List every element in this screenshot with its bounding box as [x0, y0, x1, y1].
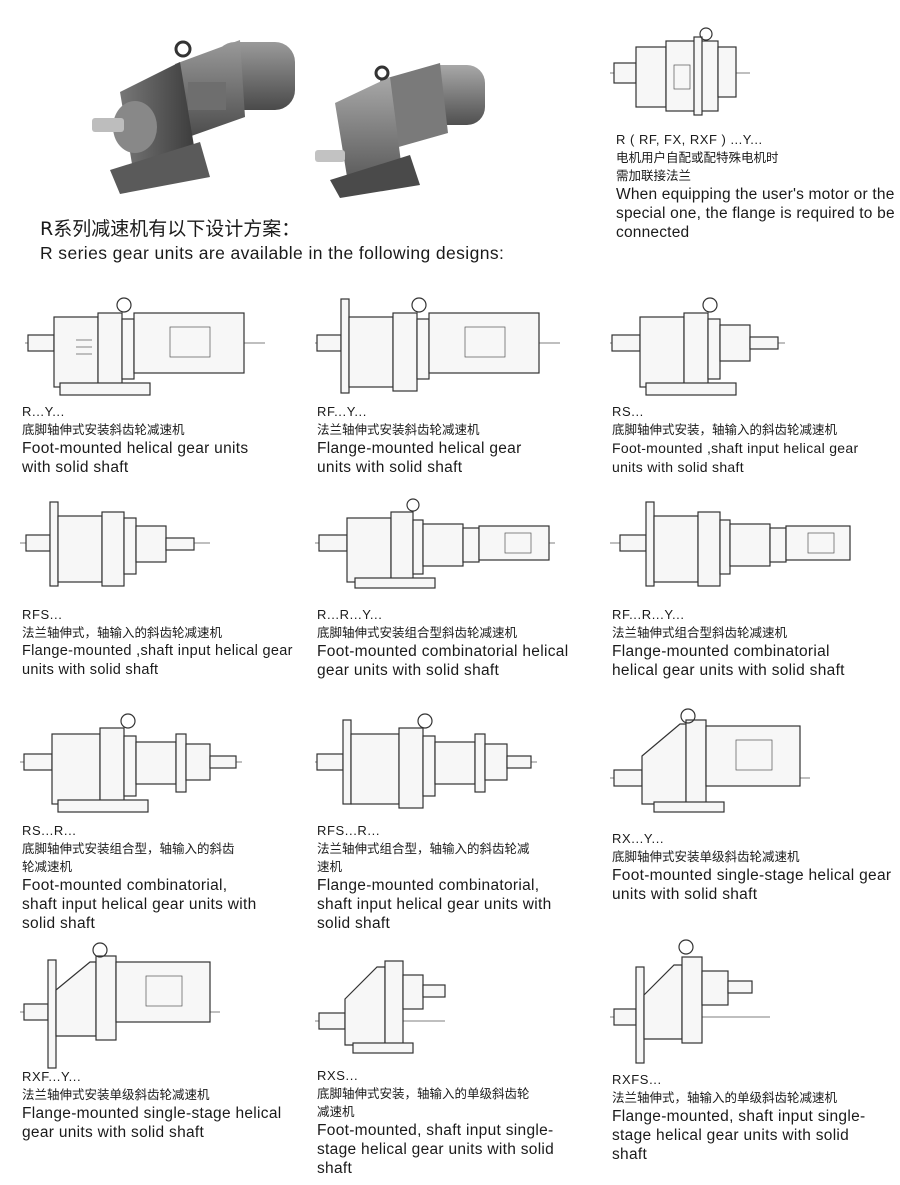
design-cn: 底脚轴伸式安装组合型斜齿轮减速机 — [317, 625, 518, 640]
design-cn: 底脚轴伸式安装，轴输入的斜齿轮减速机 — [612, 422, 838, 437]
design-code: RXFS... — [612, 1072, 662, 1087]
flange-note-en: When equipping the user's motor or the s… — [616, 186, 895, 241]
gear-unit-photo-angle — [315, 63, 485, 198]
design-en: Flange-mounted helical gear units with s… — [317, 440, 522, 476]
design-code: RX...Y... — [612, 831, 665, 846]
design-cn: 法兰轴伸式组合型斜齿轮减速机 — [612, 625, 788, 640]
design-en: Foot-mounted ,shaft input helical gear u… — [612, 440, 859, 475]
design-item-rfs: RFS... 法兰轴伸式，轴输入的斜齿轮减速机 Flange-mounted ,… — [20, 498, 300, 688]
design-en: Flange-mounted combinatorial helical gea… — [612, 643, 845, 679]
design-item-rxs: RXS... 底脚轴伸式安装，轴输入的单级斜齿轮减速机 Foot-mounted… — [315, 945, 595, 1177]
design-code: RXF...Y... — [22, 1069, 82, 1084]
design-item-rf-y: RF...Y... 法兰轴伸式安装斜齿轮减速机 Flange-mounted h… — [315, 295, 595, 485]
design-cn: 法兰轴伸式，轴输入的单级斜齿轮减速机 — [612, 1090, 838, 1105]
design-code: RXS... — [317, 1068, 359, 1083]
single-stage-foot-motor-drawing-icon — [610, 708, 810, 813]
single-stage-foot-shaft-input-drawing-icon — [315, 960, 446, 1054]
design-item-rfs-r: RFS...R... 法兰轴伸式组合型，轴输入的斜齿轮减速机 Flange-mo… — [315, 712, 595, 942]
design-item-rxfs: RXFS... 法兰轴伸式，轴输入的单级斜齿轮减速机 Flange-mounte… — [610, 935, 890, 1175]
design-en: Flange-mounted single-stage helical gear… — [22, 1105, 282, 1141]
flange-note-cn-line2: 需加联接法兰 — [616, 168, 692, 183]
single-stage-flange-motor-drawing-icon — [20, 942, 220, 1069]
design-item-rx-y: RX...Y... 底脚轴伸式安装单级斜齿轮减速机 Foot-mounted s… — [610, 706, 892, 916]
flange-mounted-combinatorial-shaft-input-drawing-icon — [315, 713, 537, 809]
design-code: RS... — [612, 404, 644, 419]
page-heading-en: R series gear units are available in the… — [40, 243, 505, 263]
design-item-rs: RS... 底脚轴伸式安装，轴输入的斜齿轮减速机 Foot-mounted ,s… — [610, 295, 890, 485]
design-cn: 底脚轴伸式安装，轴输入的单级斜齿轮减速机 — [317, 1086, 530, 1119]
single-stage-flange-shaft-input-drawing-icon — [610, 939, 770, 1064]
design-item-r-r-y: R...R...Y... 底脚轴伸式安装组合型斜齿轮减速机 Foot-mount… — [315, 498, 595, 688]
design-code: RF...R...Y... — [612, 607, 685, 622]
design-cn: 法兰轴伸式，轴输入的斜齿轮减速机 — [22, 625, 223, 640]
flange-note-cn-line1: 电机用户自配或配特殊电机时 — [616, 150, 779, 165]
design-en: Foot-mounted single-stage helical gear u… — [612, 867, 892, 903]
design-cn: 底脚轴伸式安装组合型，轴输入的斜齿轮减速机 — [22, 841, 235, 874]
gear-unit-photo-front — [92, 40, 295, 194]
flange-mounted-combinatorial-drawing-icon — [610, 501, 851, 587]
design-cn: 法兰轴伸式组合型，轴输入的斜齿轮减速机 — [317, 841, 530, 874]
foot-mounted-shaft-input-drawing-icon — [610, 297, 785, 396]
flange-note: R ( RF, FX, RXF ) ...Y... 电机用户自配或配特殊电机时 … — [616, 131, 896, 242]
design-item-r-y: R...Y... 底脚轴伸式安装斜齿轮减速机 Foot-mounted heli… — [20, 295, 300, 485]
design-item-rxf-y: RXF...Y... 法兰轴伸式安装单级斜齿轮减速机 Flange-mounte… — [20, 940, 300, 1160]
design-cn: 法兰轴伸式安装单级斜齿轮减速机 — [22, 1087, 210, 1102]
design-code: RFS... — [22, 607, 63, 622]
design-en: Flange-mounted ,shaft input helical gear… — [22, 643, 293, 678]
flange-note-code: R ( RF, FX, RXF ) ...Y... — [616, 132, 763, 147]
design-cn: 法兰轴伸式安装斜齿轮减速机 — [317, 422, 480, 437]
foot-mounted-motor-drawing-icon — [25, 297, 265, 396]
design-en: Foot-mounted combinatorial helical gear … — [317, 643, 569, 679]
flange-mounted-motor-drawing-icon — [315, 297, 560, 394]
design-item-rs-r: RS...R... 底脚轴伸式安装组合型，轴输入的斜齿轮减速机 Foot-mou… — [20, 712, 300, 942]
design-cn: 底脚轴伸式安装斜齿轮减速机 — [22, 422, 185, 437]
design-en: Foot-mounted, shaft input single-stage h… — [317, 1122, 555, 1177]
design-item-rf-r-y: RF...R...Y... 法兰轴伸式组合型斜齿轮减速机 Flange-moun… — [610, 498, 890, 688]
design-en: Flange-mounted combinatorial, shaft inpu… — [317, 877, 552, 932]
foot-mounted-combinatorial-shaft-input-drawing-icon — [20, 713, 242, 813]
foot-mounted-combinatorial-drawing-icon — [315, 498, 555, 589]
design-code: R...Y... — [22, 404, 65, 419]
page-heading-cn: R系列减速机有以下设计方案： — [40, 218, 301, 240]
design-cn: 底脚轴伸式安装单级斜齿轮减速机 — [612, 849, 800, 864]
design-code: RF...Y... — [317, 404, 367, 419]
design-code: RS...R... — [22, 823, 77, 838]
design-en: Foot-mounted combinatorial, shaft input … — [22, 877, 257, 932]
flange-mounted-shaft-input-drawing-icon — [20, 501, 210, 587]
design-en: Flange-mounted, shaft input single-stage… — [612, 1108, 866, 1163]
design-en: Foot-mounted helical gear units with sol… — [22, 440, 249, 476]
design-code: R...R...Y... — [317, 607, 383, 622]
flange-connection-drawing — [610, 27, 750, 116]
design-code: RFS...R... — [317, 823, 381, 838]
